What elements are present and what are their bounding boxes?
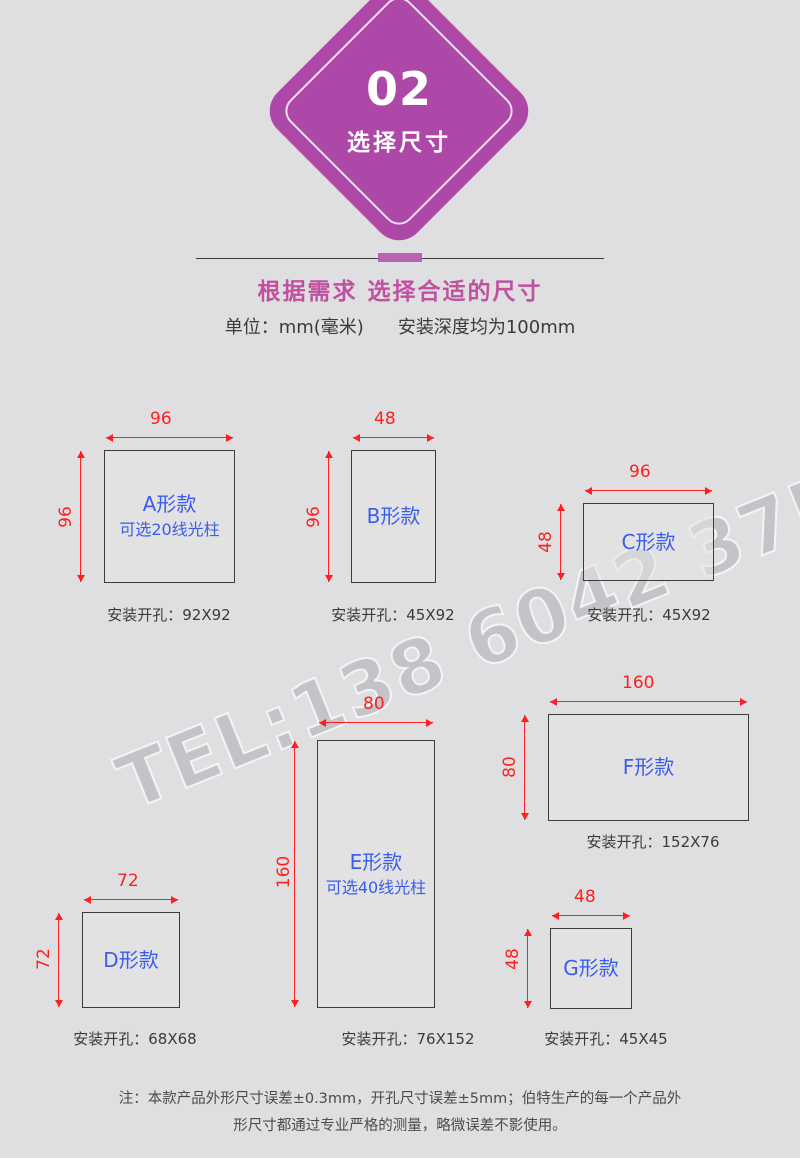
badge-text-group: 02 选择尺寸 xyxy=(300,12,498,210)
model-a-width-arrow xyxy=(106,433,233,442)
model-e-height-label: 160 xyxy=(274,855,294,889)
model-a-name: A形款 xyxy=(142,492,197,517)
model-g-width-label: 48 xyxy=(574,887,596,907)
model-b-height-label: 96 xyxy=(304,506,324,528)
model-f-height-arrow xyxy=(520,715,529,820)
model-e-cutout-label: 安装开孔：76X152 xyxy=(341,1030,475,1048)
model-a-height-arrow xyxy=(76,451,85,582)
model-d-width-arrow xyxy=(84,895,178,904)
model-c-name: C形款 xyxy=(621,529,676,554)
model-c-cutout-label: 安装开孔：45X92 xyxy=(587,606,711,624)
section-subtitle: 单位：mm(毫米) 安装深度均为100mm xyxy=(0,313,800,339)
model-b-name: B形款 xyxy=(366,504,421,528)
section-title: 根据需求 选择合适的尺寸 xyxy=(257,279,543,305)
footer-note-line1: 注：本款产品外形尺寸误差±0.3mm，开孔尺寸误差±5mm；伯特生产的每一个产品… xyxy=(118,1091,682,1107)
model-e-note: 可选40线光柱 xyxy=(325,877,427,897)
model-e-name: E形款 xyxy=(349,849,403,874)
model-g-cutout-label: 安装开孔：45X45 xyxy=(544,1030,668,1048)
model-box-e: E形款 可选40线光柱 xyxy=(317,740,435,1008)
model-f-cutout-label: 安装开孔：152X76 xyxy=(586,833,720,851)
model-f-width-label: 160 xyxy=(622,673,655,693)
header-divider-accent xyxy=(378,253,422,262)
model-c-height-arrow xyxy=(556,504,565,580)
model-b-cutout-label: 安装开孔：45X92 xyxy=(331,606,455,624)
badge-step-label: 选择尺寸 xyxy=(347,129,451,156)
model-c-width-arrow xyxy=(585,486,712,495)
model-b-width-label: 48 xyxy=(374,409,396,429)
model-d-cutout-label: 安装开孔：68X68 xyxy=(73,1030,197,1048)
model-f-width-arrow xyxy=(550,697,747,706)
model-d-height-label: 72 xyxy=(34,948,54,970)
model-a-cutout-label: 安装开孔：92X92 xyxy=(107,606,231,624)
unit-text: 单位：mm(毫米) xyxy=(224,317,364,338)
model-e-width-label: 80 xyxy=(363,694,385,714)
model-d-width-label: 72 xyxy=(117,871,139,891)
depth-text: 安装深度均为100mm xyxy=(397,317,576,338)
model-b-width-arrow xyxy=(353,433,434,442)
model-box-a: A形款 可选20线光柱 xyxy=(104,450,235,583)
model-g-height-label: 48 xyxy=(503,948,523,970)
model-b-height-arrow xyxy=(324,451,333,582)
model-box-f: F形款 xyxy=(548,714,749,821)
footer-note-line2: 形尺寸都通过专业严格的测量，略微误差不影使用。 xyxy=(233,1117,567,1134)
model-f-height-label: 80 xyxy=(500,756,520,778)
model-c-width-label: 96 xyxy=(629,462,651,482)
model-c-height-label: 48 xyxy=(536,531,556,553)
model-a-width-label: 96 xyxy=(150,409,172,429)
model-f-name: F形款 xyxy=(622,755,675,779)
model-d-height-arrow xyxy=(54,913,63,1007)
model-g-height-arrow xyxy=(523,929,532,1008)
model-a-note: 可选20线光柱 xyxy=(119,520,220,540)
model-box-d: D形款 xyxy=(82,912,180,1008)
model-d-name: D形款 xyxy=(103,947,159,972)
model-box-g: G形款 xyxy=(550,928,632,1009)
model-e-width-arrow xyxy=(319,718,433,727)
footer-note: 注：本款产品外形尺寸误差±0.3mm，开孔尺寸误差±5mm；伯特生产的每一个产品… xyxy=(60,1086,740,1140)
model-a-height-label: 96 xyxy=(56,506,76,528)
model-box-c: C形款 xyxy=(583,503,714,581)
model-box-b: B形款 xyxy=(351,450,436,583)
model-g-width-arrow xyxy=(552,911,630,920)
model-g-name: G形款 xyxy=(563,956,619,980)
badge-step-number: 02 xyxy=(365,61,432,116)
model-e-height-arrow xyxy=(290,741,299,1007)
